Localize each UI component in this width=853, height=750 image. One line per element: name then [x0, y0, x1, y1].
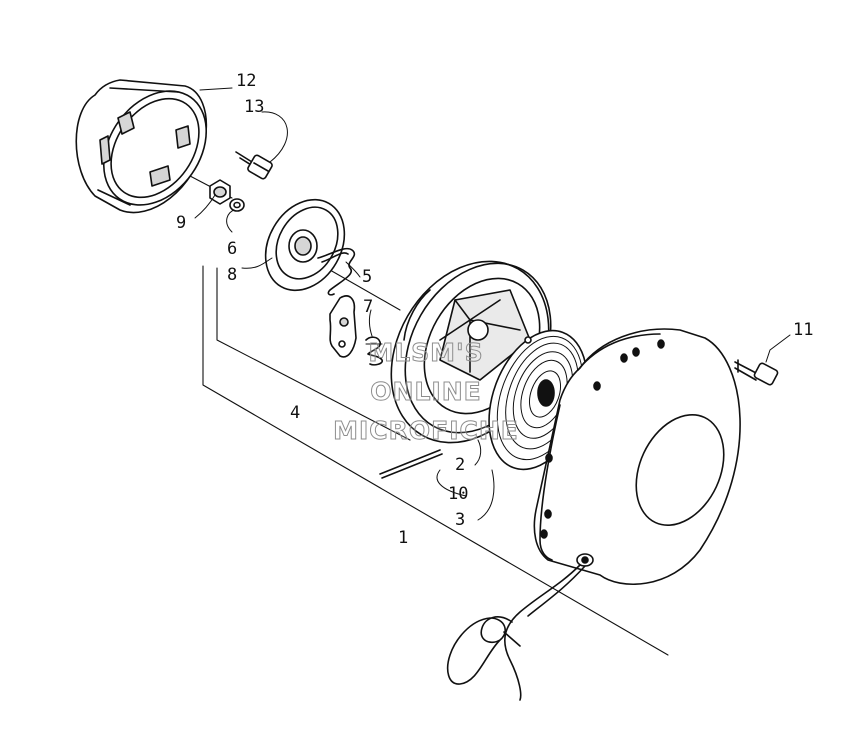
- ratchet-pawl-part-7: [329, 295, 357, 358]
- callout-10: 10: [448, 484, 469, 504]
- housing-bolt-part-11: [734, 359, 779, 386]
- nut-part-9: [209, 179, 231, 205]
- callout-leaders: [194, 87, 791, 521]
- callout-13: 13: [244, 97, 265, 117]
- watermark-line-2: ONLINE: [370, 377, 482, 406]
- callout-11: 11: [793, 320, 814, 340]
- callout-7: 7: [363, 297, 374, 317]
- watermark-line-3: MICROFICHE: [333, 416, 519, 445]
- rope-segment: [379, 449, 443, 479]
- friction-plate-part-8: [264, 198, 346, 292]
- callout-9: 9: [176, 213, 187, 233]
- callout-5: 5: [362, 267, 373, 287]
- watermark-line-1: MLSM'S: [368, 338, 484, 367]
- callout-6: 6: [227, 239, 238, 259]
- pull-rope: [446, 564, 586, 701]
- callout-8: 8: [227, 265, 238, 285]
- spring-clip-part-5: [317, 247, 356, 296]
- callout-4: 4: [290, 403, 301, 423]
- callout-2: 2: [455, 455, 466, 475]
- cup-bolt-part-13: [235, 151, 273, 180]
- starter-cup-part-12: [75, 79, 208, 214]
- small-spring: [365, 336, 384, 366]
- washer-part-6: [229, 198, 245, 212]
- callout-12: 12: [236, 71, 257, 91]
- starter-housing-part-1: [533, 328, 741, 585]
- callout-3: 3: [455, 510, 466, 530]
- callout-1: 1: [398, 528, 409, 548]
